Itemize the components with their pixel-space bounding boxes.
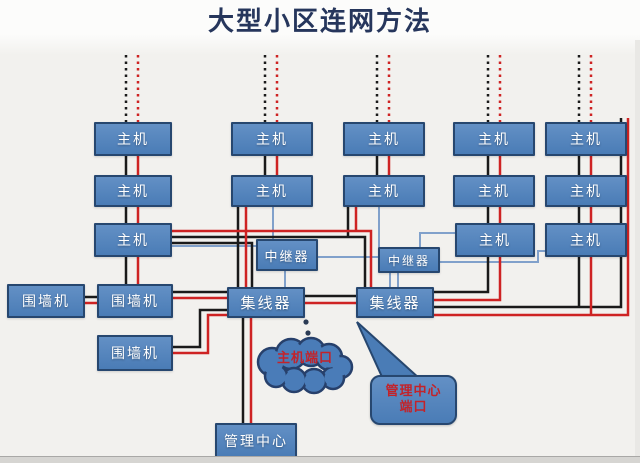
callout-tail	[356, 321, 423, 380]
node-host-r1c2: 主机	[231, 122, 313, 156]
node-host-r1c1: 主机	[94, 122, 172, 156]
mgmt-port-callout: 管理中心端口	[370, 375, 457, 425]
black-dotted-wires	[124, 55, 581, 122]
diagram-title: 大型小区连网方法	[207, 7, 432, 37]
node-hub-1: 集线器	[227, 287, 305, 318]
red-wires	[85, 118, 630, 423]
node-host-r2c1: 主机	[94, 175, 172, 207]
node-hub-2: 集线器	[356, 287, 434, 318]
node-wall-unit-2: 围墙机	[97, 284, 173, 318]
node-wall-unit-1: 围墙机	[7, 284, 85, 318]
node-wall-unit-3: 围墙机	[97, 335, 173, 371]
node-repeater-1: 中继器	[256, 239, 318, 271]
host-port-cloud-label: 主机端口	[277, 351, 334, 366]
node-repeater-2: 中继器	[378, 247, 440, 273]
node-host-r1c3: 主机	[343, 122, 425, 156]
red-dotted-wires	[136, 55, 593, 122]
node-host-r3c1: 主机	[94, 223, 172, 257]
cloud-shape	[256, 336, 354, 395]
node-host-r1c4: 主机	[453, 122, 535, 156]
node-host-r2c3: 主机	[343, 175, 425, 207]
mgmt-port-callout-label: 管理中心端口	[385, 384, 442, 415]
bottom-edge-bar	[0, 456, 640, 463]
node-host-r2c2: 主机	[231, 175, 313, 207]
node-host-r3c5: 主机	[545, 223, 627, 257]
node-host-r2c4: 主机	[453, 175, 535, 207]
node-mgmt-center: 管理中心	[215, 423, 297, 458]
node-host-r1c5: 主机	[545, 122, 627, 156]
black-wires	[85, 118, 623, 423]
node-host-r3c4: 主机	[455, 223, 535, 257]
right-edge-strip	[635, 40, 640, 456]
node-host-r2c5: 主机	[545, 175, 627, 207]
